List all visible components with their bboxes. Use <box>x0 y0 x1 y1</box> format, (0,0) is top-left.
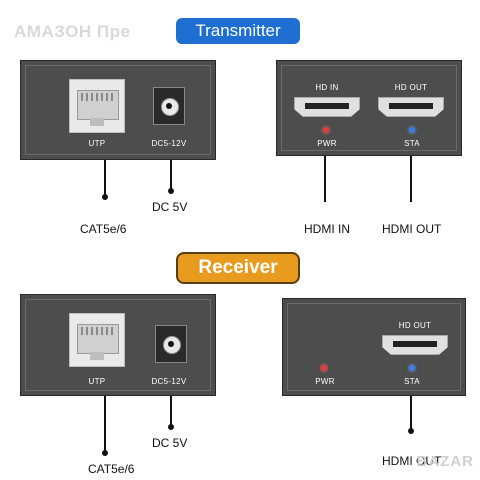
logo-watermark: BAZAR <box>416 453 474 470</box>
dc-caption: DC 5V <box>152 436 188 450</box>
transmitter-port-panel: UTP DC5-12V <box>20 60 216 160</box>
pwr-label: PWR <box>317 139 337 148</box>
dc-caption: DC 5V <box>152 200 188 214</box>
hdmi-out-leader-line <box>410 396 412 430</box>
cat-leader-dot <box>102 194 108 200</box>
cat-caption: CAT5e/6 <box>80 222 127 236</box>
hdmi-out-port-icon <box>378 97 444 117</box>
pwr-label: PWR <box>315 377 335 386</box>
hdmi-out-port-label: HD OUT <box>394 83 428 92</box>
cat-leader-line <box>104 160 106 196</box>
dc-port-label: DC5-12V <box>151 377 187 386</box>
hdmi-out-leader-line <box>410 156 412 202</box>
hdmi-out-leader-dot <box>408 428 414 434</box>
cat-caption: CAT5e/6 <box>88 462 135 476</box>
receiver-port-panel: UTP DC5-12V <box>20 294 216 396</box>
dc-leader-dot <box>168 188 174 194</box>
hdmi-out-caption: HDMI OUT <box>382 454 442 468</box>
dc-power-jack-icon <box>153 87 185 125</box>
receiver-title-badge: Receiver <box>176 252 300 284</box>
utp-rj45-port-icon <box>69 79 125 133</box>
power-led-icon <box>323 127 329 133</box>
cat-leader-dot <box>102 450 108 456</box>
hdmi-in-port-icon <box>294 97 360 117</box>
dc-power-jack-icon <box>155 325 187 363</box>
utp-port-label: UTP <box>88 139 106 148</box>
status-led-icon <box>409 127 415 133</box>
hdmi-out-caption: HDMI OUT <box>382 222 442 236</box>
transmitter-hdmi-panel: HD IN HD OUT PWR STA <box>276 60 462 156</box>
dc-leader-line <box>170 160 172 190</box>
utp-rj45-port-icon <box>69 313 125 367</box>
hdmi-in-port-label: HD IN <box>315 83 339 92</box>
sta-label: STA <box>404 377 420 386</box>
dc-leader-line <box>170 396 172 426</box>
receiver-hdmi-panel: HD OUT PWR STA <box>282 298 466 396</box>
dc-leader-dot <box>168 424 174 430</box>
transmitter-title-badge: Transmitter <box>176 18 300 44</box>
watermark-text: АМАЗОН Пре <box>14 22 131 41</box>
utp-port-label: UTP <box>88 377 106 386</box>
power-led-icon <box>321 365 327 371</box>
dc-port-label: DC5-12V <box>151 139 187 148</box>
cat-leader-line <box>104 396 106 452</box>
hdmi-out-port-icon <box>382 335 448 355</box>
sta-label: STA <box>404 139 420 148</box>
hdmi-out-port-label: HD OUT <box>398 321 432 330</box>
hdmi-in-leader-line <box>324 156 326 202</box>
hdmi-in-caption: HDMI IN <box>304 222 350 236</box>
status-led-icon <box>409 365 415 371</box>
